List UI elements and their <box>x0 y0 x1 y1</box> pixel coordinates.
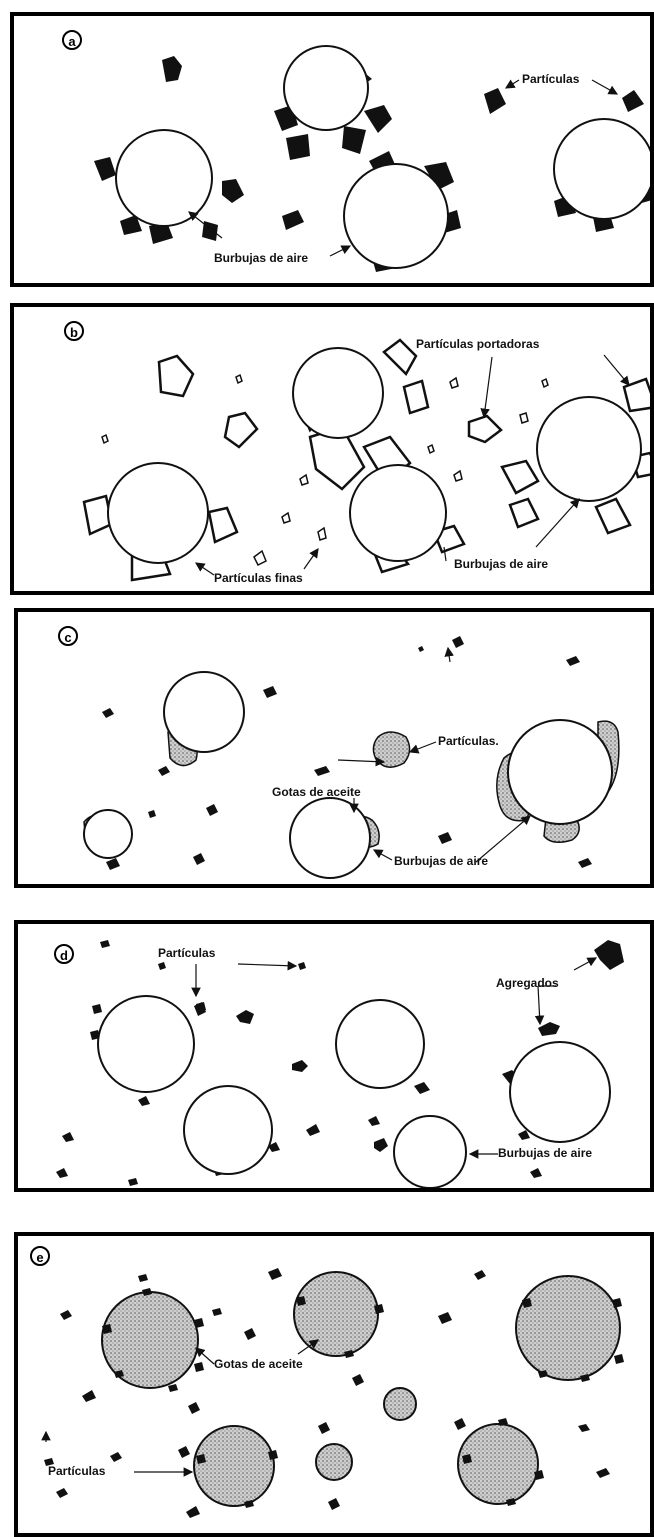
bubble <box>350 465 446 561</box>
label-gotas-e: Gotas de aceite <box>214 1357 303 1371</box>
panel-d: d <box>14 920 654 1192</box>
panel-a: a <box>10 12 654 287</box>
bubble <box>184 1086 272 1174</box>
panel-c-drawing <box>18 612 654 888</box>
bubble <box>108 463 208 563</box>
label-finas-b: Partículas finas <box>214 571 303 585</box>
oil-drop <box>294 1272 378 1356</box>
panel-c: c <box>14 608 654 888</box>
bubble <box>164 672 244 752</box>
oil-drop <box>458 1424 538 1504</box>
label-agregados-d: Agregados <box>496 976 559 990</box>
label-particulas-d: Partículas <box>158 946 215 960</box>
panel-a-drawing <box>14 16 654 287</box>
bubble <box>84 810 132 858</box>
panel-b: b <box>10 303 654 595</box>
label-burbujas-d: Burbujas de aire <box>498 1146 592 1160</box>
panel-b-drawing <box>14 307 654 595</box>
label-burbujas-c: Burbujas de aire <box>394 854 488 868</box>
bubble <box>293 348 383 438</box>
bubble <box>537 397 641 501</box>
label-particulas-e: Partículas <box>48 1464 105 1478</box>
label-burbujas-b: Burbujas de aire <box>454 557 548 571</box>
bubble <box>344 164 448 268</box>
label-particulas-a: Partículas <box>522 72 579 86</box>
bubble <box>394 1116 466 1188</box>
panel-e-drawing <box>18 1236 654 1537</box>
bubble <box>508 720 612 824</box>
bubble <box>116 130 212 226</box>
oil-drop <box>516 1276 620 1380</box>
oil-drops-e <box>102 1272 620 1506</box>
label-gotas-c: Gotas de aceite <box>272 785 361 799</box>
label-particulas-c: Partículas. <box>438 734 499 748</box>
bubble <box>554 119 654 219</box>
label-portadoras-b: Partículas portadoras <box>416 337 539 351</box>
oil-drop <box>316 1444 352 1480</box>
oil-drop <box>194 1426 274 1506</box>
label-burbujas-a: Burbujas de aire <box>214 251 308 265</box>
bubble <box>290 798 370 878</box>
panel-e: e <box>14 1232 654 1537</box>
bubble <box>284 46 368 130</box>
bubble <box>510 1042 610 1142</box>
bubble <box>98 996 194 1092</box>
oil-drop <box>384 1388 416 1420</box>
bubble <box>336 1000 424 1088</box>
